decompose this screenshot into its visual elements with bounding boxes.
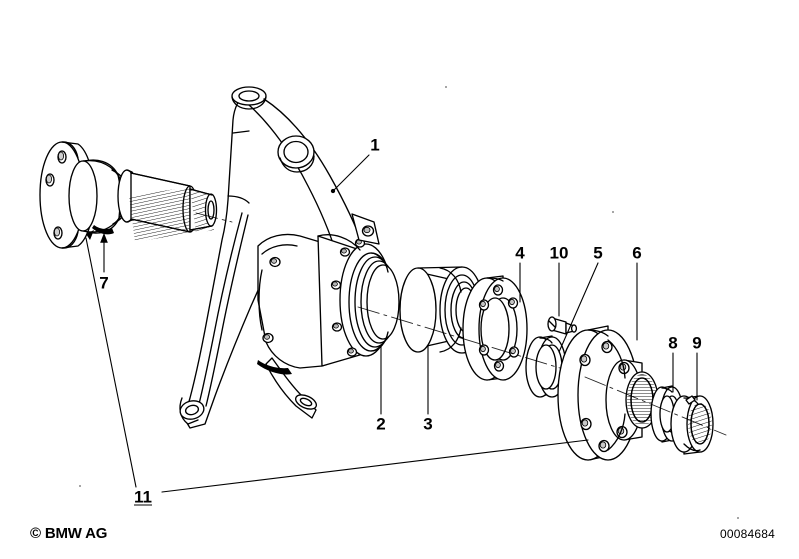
part-10-screw (547, 316, 578, 335)
callout-8[interactable]: 8 (668, 333, 678, 353)
callout-6[interactable]: 6 (632, 243, 642, 263)
callout-10[interactable]: 10 (549, 243, 569, 263)
part-5-sealing-ring (525, 335, 567, 398)
scan-speck (612, 211, 614, 213)
part-4-retaining-plate (462, 275, 528, 381)
callout-11[interactable]: 11 (134, 487, 152, 507)
scan-speck (737, 517, 739, 519)
copyright-notice: © BMW AG (30, 525, 108, 542)
part-6-wheel-hub (557, 325, 659, 461)
scan-speck (79, 485, 81, 487)
callout-9[interactable]: 9 (692, 333, 702, 353)
callout-7[interactable]: 7 (99, 273, 109, 293)
part-7-output-shaft (39, 141, 218, 249)
callout-5[interactable]: 5 (593, 243, 603, 263)
part-9-collar-nut (670, 395, 714, 455)
callout-1[interactable]: 1 (370, 135, 380, 155)
callout-3[interactable]: 3 (423, 414, 433, 434)
callout-4[interactable]: 4 (515, 243, 525, 263)
callout-2[interactable]: 2 (376, 414, 386, 434)
footer: © BMW AG 00084684 (0, 515, 799, 559)
drawing-number: 00084684 (720, 527, 775, 541)
part-1-steering-knuckle (179, 86, 400, 429)
scan-speck (445, 86, 447, 88)
